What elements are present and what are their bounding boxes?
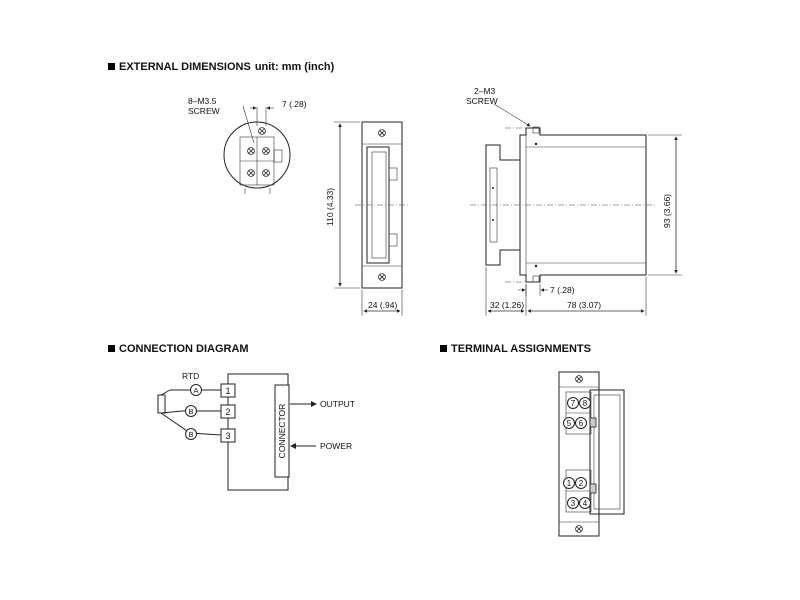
side-height-label: 93 (3.66) [662, 194, 672, 228]
terminal-1-label: 1 [567, 479, 572, 488]
side-screw-spec-label: 2–M3 [474, 86, 496, 96]
terminal-4-label: 4 [583, 499, 588, 508]
terminal-assignments-title: TERMINAL ASSIGNMENTS [440, 343, 591, 355]
lead-b2-marker [185, 428, 197, 440]
power-label: POWER [320, 441, 352, 451]
lead-a-marker [190, 384, 202, 396]
rtd-resistor-icon [157, 394, 166, 414]
terminal-assignments-view [558, 371, 625, 537]
side-view [470, 103, 682, 316]
front-height-label: 110 (4.33) [325, 188, 335, 226]
side-screw-word-label: SCREW [466, 96, 498, 106]
pitch-bottom-label: 7 (.28) [550, 285, 575, 295]
screw-leader-line [242, 105, 255, 144]
bullet-square-icon [440, 345, 447, 352]
terminal-8-label: 8 [583, 399, 588, 408]
connector-label: CONNECTOR [277, 404, 287, 459]
terminal-2-label: 2 [579, 479, 584, 488]
mount-depth-label: 32 (1.26) [490, 300, 524, 310]
rtd-label: RTD [182, 371, 199, 381]
terminal-3 [567, 497, 579, 509]
front-view [334, 121, 409, 316]
pitch-top-label: 7 (.28) [282, 99, 307, 109]
connector-box [274, 384, 290, 478]
connection-diagram [157, 373, 317, 491]
terminal-detail-view [223, 105, 291, 194]
terminal-8 [579, 397, 591, 409]
lead-b1-label: B [188, 407, 193, 416]
terminal-3-label: 3 [225, 431, 230, 441]
terminal-4 [579, 497, 591, 509]
terminal-5-label: 5 [567, 419, 572, 428]
connection-diagram-title: CONNECTION DIAGRAM [108, 343, 249, 355]
terminal-box-3 [220, 428, 236, 443]
terminal-6 [575, 417, 587, 429]
terminal-6-label: 6 [579, 419, 584, 428]
terminal-7 [567, 397, 579, 409]
terminal-1 [563, 477, 575, 489]
terminal-2-label: 2 [225, 407, 230, 417]
terminal-2 [575, 477, 587, 489]
terminal-5 [563, 417, 575, 429]
lead-a-label: A [193, 386, 198, 395]
output-label: OUTPUT [320, 399, 355, 409]
lead-b1-marker [185, 405, 197, 417]
screw-word-label: SCREW [188, 106, 220, 116]
bullet-square-icon [108, 63, 115, 70]
unit-label: unit: mm (inch) [254, 61, 335, 73]
lead-b2-label: B [188, 430, 193, 439]
bullet-square-icon [108, 345, 115, 352]
terminal-1-label: 1 [225, 386, 230, 396]
body-depth-label: 78 (3.07) [567, 300, 601, 310]
front-width-label: 24 (.94) [368, 300, 397, 310]
screw-spec-label: 8–M3.5 [188, 96, 217, 106]
terminal-3-label: 3 [571, 499, 576, 508]
terminal-7-label: 7 [571, 399, 576, 408]
